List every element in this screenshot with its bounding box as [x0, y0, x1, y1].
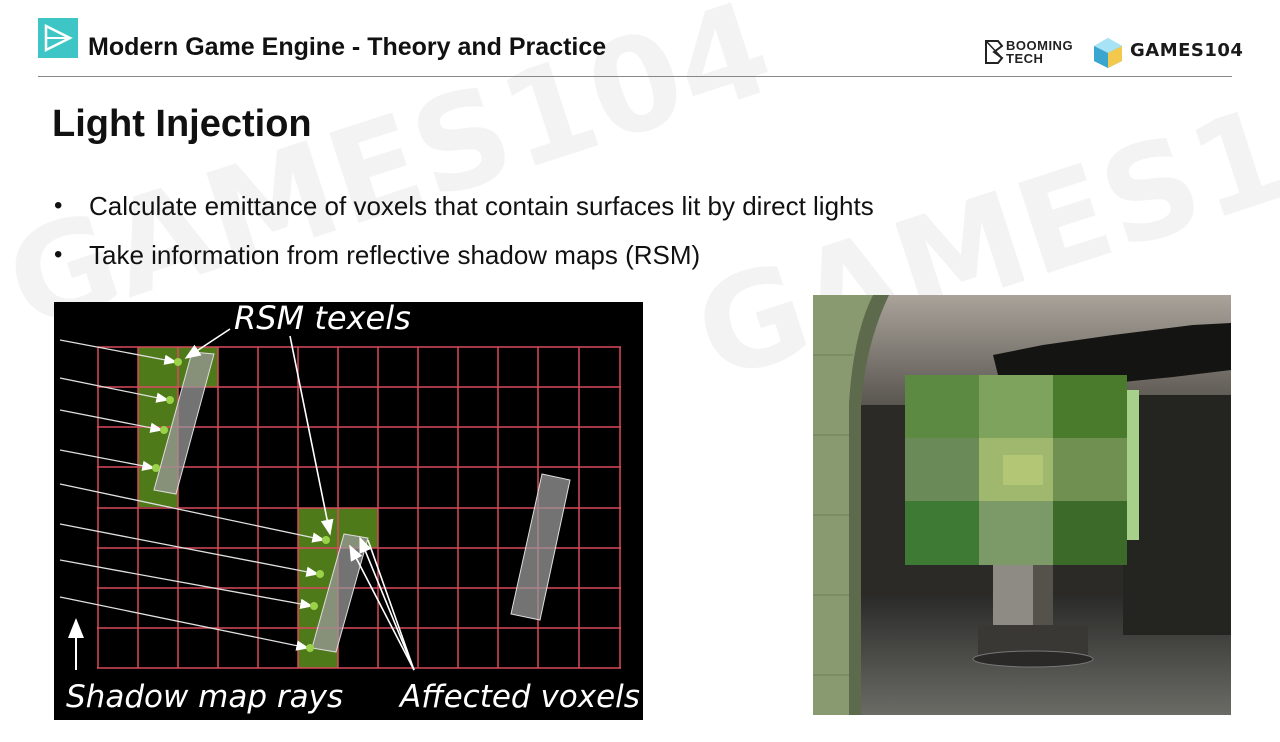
shadow-map-rays	[59, 339, 326, 651]
voxel-panel	[905, 375, 1139, 565]
slide-title: Light Injection	[52, 103, 312, 145]
booming-logo-line1: BOOMING	[1006, 38, 1074, 53]
slide-header: Modern Game Engine - Theory and Practice…	[0, 0, 1280, 78]
booming-tech-logo: BOOMING TECH	[984, 38, 1104, 70]
label-rsm-texels: RSM texels	[234, 302, 411, 337]
label-affected-voxels: Affected voxels	[400, 679, 640, 715]
voxel-grid	[97, 346, 621, 669]
bullet-text: Calculate emittance of voxels that conta…	[89, 191, 874, 221]
games-cube-icon	[1094, 38, 1122, 68]
course-title: Modern Game Engine - Theory and Practice	[88, 33, 607, 61]
bullet-dot: •	[54, 241, 63, 268]
bullet-text: Take information from reflective shadow …	[89, 240, 701, 270]
voxel-grid-diagram	[59, 328, 621, 671]
annotation-arrows	[184, 328, 415, 671]
booming-logo-line2: TECH	[1006, 51, 1044, 66]
bullet-dot: •	[54, 192, 63, 219]
voxelized-scene-render	[813, 295, 1231, 715]
surface-patches	[153, 351, 571, 653]
games104-logo-text: GAMES104	[1130, 40, 1244, 61]
header-divider	[38, 76, 1232, 77]
rsm-texel-dots	[152, 358, 330, 652]
scene-render-image	[813, 295, 1231, 715]
bullet-list: • Calculate emittance of voxels that cont…	[52, 190, 874, 288]
bullet-item: • Calculate emittance of voxels that cont…	[52, 190, 874, 239]
label-shadow-map-rays: Shadow map rays	[66, 679, 344, 715]
booming-logo-icon	[985, 40, 1004, 64]
play-logo-icon	[38, 18, 78, 58]
light-injection-diagram: RSM texels Shadow map rays Affected voxe…	[54, 302, 643, 720]
bullet-item: • Take information from reflective shadow…	[52, 239, 874, 288]
